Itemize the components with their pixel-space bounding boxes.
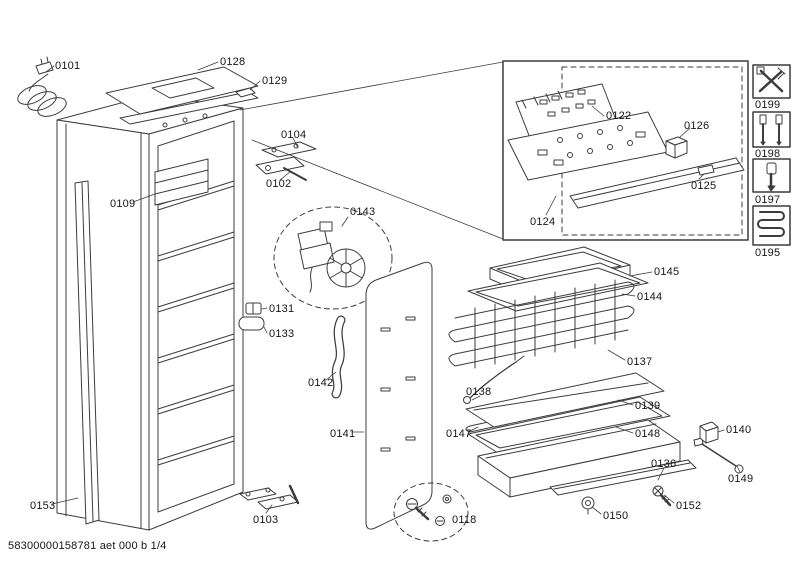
toolbox-item-label-0195: 0195 [755,247,781,259]
part-label-0143: 0143 [350,206,376,218]
part-label-0136: 0136 [651,458,677,470]
cover-cap-drawing [238,316,265,331]
part-label-0104: 0104 [281,129,307,141]
capillary-coil-icon [757,211,785,237]
part-label-0152: 0152 [676,500,702,512]
part-label-0125: 0125 [691,180,717,192]
toolbox-item-0199 [752,64,791,99]
part-label-0133: 0133 [269,328,295,340]
toolbox-column [752,64,791,246]
part-label-0129: 0129 [262,75,288,87]
toolbox-item-label-0199: 0199 [755,99,781,111]
part-label-0109: 0109 [110,198,136,210]
trim-strip-drawing [549,459,697,496]
upper-hinge-drawing [255,156,307,181]
detail-inset-box [239,60,749,241]
document-code: 58300000158781 aet 000 b 1/4 [8,540,167,552]
evaporator-plate-drawing [154,158,209,206]
toolbox-item-label-0198: 0198 [755,148,781,160]
wrench-and-screwdriver-icon [756,66,786,93]
part-label-0137: 0137 [627,356,653,368]
part-label-0124: 0124 [530,216,556,228]
top-panel-drawing [105,66,259,125]
screw-drawing [652,485,672,507]
part-label-0153: 0153 [30,500,56,512]
part-label-0144: 0144 [637,291,663,303]
toolbox-item-0198 [752,111,791,148]
part-label-0150: 0150 [603,510,629,522]
cap-drawing [581,496,595,515]
tray-frame-drawing [467,262,649,312]
thin-tray-drawing [465,372,665,428]
part-label-0142: 0142 [308,377,334,389]
part-label-0139: 0139 [635,400,661,412]
part-label-0131: 0131 [269,303,295,315]
part-label-0128: 0128 [220,56,246,68]
part-label-0145: 0145 [654,266,680,278]
relay-drawing [665,136,688,159]
part-label-0141: 0141 [330,428,356,440]
temperature-probe-drawing [693,437,744,474]
toolbox-item-label-0197: 0197 [755,194,781,206]
air-duct-strip-drawing [331,315,346,399]
part-label-0140: 0140 [726,424,752,436]
screwdriver-set-icon [759,114,783,146]
part-label-0102: 0102 [266,178,292,190]
part-label-0122: 0122 [606,110,632,122]
leader-lines [45,61,741,515]
rear-panel-drawing [365,261,433,530]
part-label-0126: 0126 [684,120,710,132]
base-tray-drawing [477,419,681,498]
toolbox-item-0197 [752,158,791,193]
part-label-0149: 0149 [728,473,754,485]
door-gasket-drawing [74,180,100,525]
cover-clip-drawing [697,164,715,176]
power-cord-drawing [17,56,67,117]
part-label-0147: 0147 [446,428,472,440]
part-label-0103: 0103 [253,514,279,526]
part-label-0148: 0148 [635,428,661,440]
part-label-0138: 0138 [466,386,492,398]
torx-screwdriver-icon [766,162,777,192]
upper-hinge-plate-drawing [261,141,317,158]
evaporator-coil-drawing [448,279,635,369]
glass-shelf-drawing [467,396,671,454]
small-bracket-drawing [699,421,719,444]
part-label-0118: 0118 [452,514,477,526]
toolbox-item-0195 [752,205,791,246]
fan-assembly-drawing [273,206,393,310]
lower-hinge-drawing [239,484,300,510]
clip-drawing [245,302,262,315]
part-label-0101: 0101 [55,60,81,72]
screw-set-drawing [393,482,469,542]
sensor-wire-drawing [463,355,525,404]
